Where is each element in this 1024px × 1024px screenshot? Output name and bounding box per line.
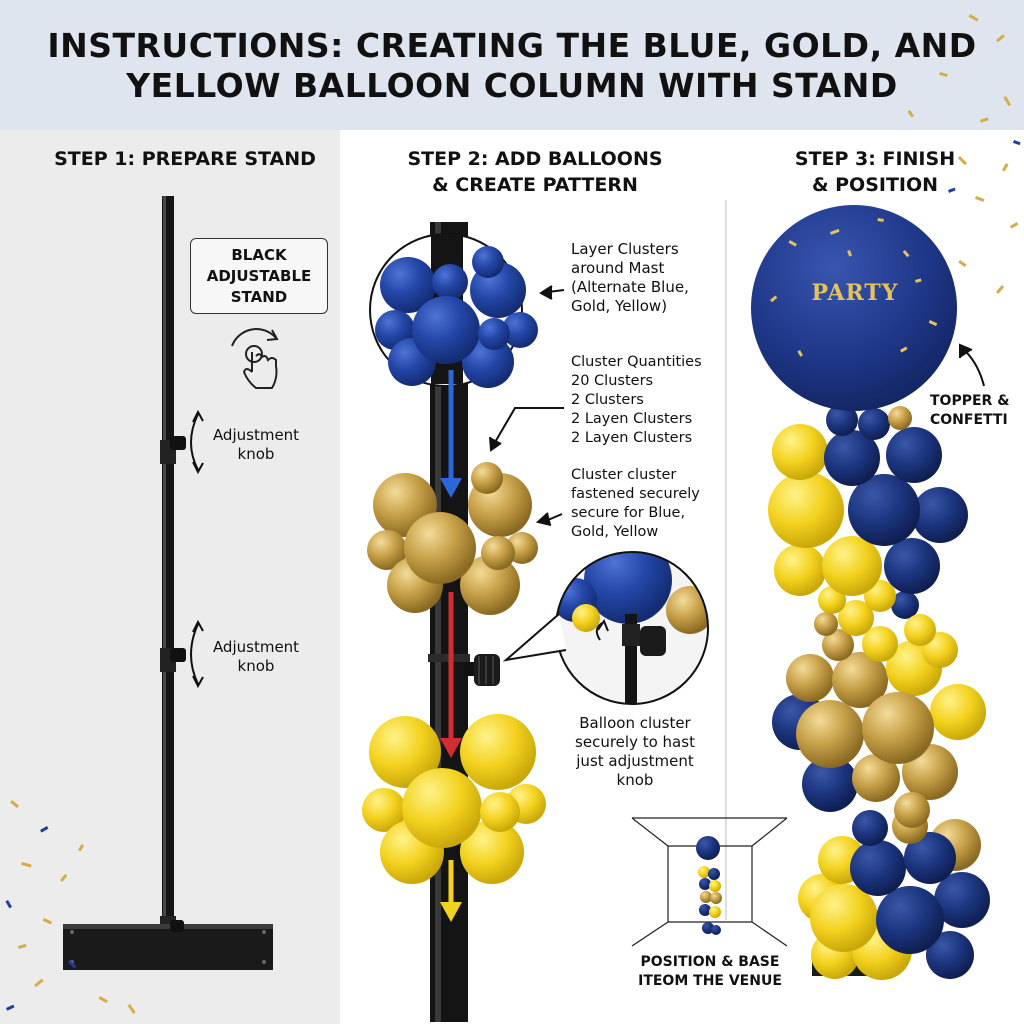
layer-clusters-note: Layer Clusters around Mast (Alternate Bl… bbox=[571, 240, 721, 316]
topper-party-text: PARTY bbox=[811, 280, 899, 306]
venue-position-scene bbox=[631, 817, 788, 947]
knob-label-line: knob bbox=[237, 657, 275, 675]
detail-magnifier bbox=[502, 551, 709, 705]
topper-label-line: TOPPER & bbox=[930, 393, 1010, 409]
topper-label-line: CONFETTI bbox=[930, 412, 1008, 428]
detail-note: Balloon cluster securely to hast just ad… bbox=[560, 714, 710, 790]
step3-title-line: & POSITION bbox=[811, 174, 939, 196]
adjustment-knob-icon bbox=[170, 436, 186, 932]
knob-label-line: knob bbox=[237, 445, 275, 463]
note-line: Cluster Quantities bbox=[571, 354, 702, 370]
topper-callout-arrow bbox=[959, 343, 985, 387]
note-line: fastened securely bbox=[571, 486, 700, 502]
note-line: secure for Blue, bbox=[571, 505, 686, 521]
knob-label-line: Adjustment bbox=[212, 638, 300, 656]
note-line: 20 Clusters bbox=[571, 373, 654, 389]
note-line: around Mast bbox=[571, 259, 665, 277]
step3-title-line: STEP 3: FINISH bbox=[794, 148, 956, 170]
black-adjustable-stand bbox=[63, 196, 273, 970]
note-line: knob bbox=[616, 771, 654, 789]
note-line: 2 Layen Clusters bbox=[571, 430, 693, 446]
stand-label-line: STAND bbox=[230, 287, 288, 306]
party-topper-balloon bbox=[751, 205, 957, 411]
adjustment-knob-label-1: Adjustment knob bbox=[200, 426, 312, 464]
title-line-2: YELLOW BALLOON COLUMN WITH STAND bbox=[126, 66, 898, 105]
note-line: securely to hast bbox=[575, 733, 695, 751]
callout-arrows bbox=[489, 285, 565, 526]
position-caption: POSITION & BASE ITEOM THE VENUE bbox=[615, 953, 805, 991]
caption-line: POSITION & BASE bbox=[640, 954, 780, 970]
flow-arrows bbox=[440, 370, 462, 922]
note-line: Balloon cluster bbox=[579, 714, 691, 732]
step3-title: STEP 3: FINISH & POSITION bbox=[760, 146, 990, 198]
page-title: INSTRUCTIONS: CREATING THE BLUE, GOLD, A… bbox=[0, 26, 1024, 106]
stand-label-box: BLACK ADJUSTABLE STAND bbox=[190, 238, 328, 314]
note-line: 2 Layen Clusters bbox=[571, 411, 693, 427]
step2-title-line: & CREATE PATTERN bbox=[432, 174, 638, 196]
cluster-quantities-note: Cluster Quantities 20 Clusters 2 Cluster… bbox=[571, 353, 721, 448]
adjustment-knob-label-2: Adjustment knob bbox=[200, 638, 312, 676]
topper-confetti-label: TOPPER & CONFETTI bbox=[930, 392, 1024, 430]
blue-balloon-cluster bbox=[375, 234, 538, 388]
note-line: (Alternate Blue, bbox=[571, 278, 689, 296]
step1-title: STEP 1: PREPARE STAND bbox=[54, 148, 316, 170]
fastened-note: Cluster cluster fastened securely secure… bbox=[571, 466, 721, 542]
title-line-1: INSTRUCTIONS: CREATING THE BLUE, GOLD, A… bbox=[47, 26, 977, 65]
note-line: Cluster cluster bbox=[571, 467, 677, 483]
gold-balloon-cluster bbox=[367, 462, 538, 615]
step2-title-line: STEP 2: ADD BALLOONS bbox=[407, 148, 663, 170]
note-line: Gold, Yellow) bbox=[571, 297, 668, 315]
step2-title: STEP 2: ADD BALLOONS & CREATE PATTERN bbox=[370, 146, 700, 198]
balloon-column bbox=[768, 404, 990, 980]
yellow-balloon-cluster bbox=[362, 714, 546, 884]
caption-line: ITEOM THE VENUE bbox=[638, 973, 782, 989]
knob-label-line: Adjustment bbox=[212, 426, 300, 444]
note-line: Layer Clusters bbox=[571, 240, 679, 258]
note-line: 2 Clusters bbox=[571, 392, 644, 408]
header-banner: INSTRUCTIONS: CREATING THE BLUE, GOLD, A… bbox=[0, 0, 1024, 130]
confetti-decoration bbox=[5, 13, 1021, 1014]
pole-knob-icon bbox=[464, 654, 500, 686]
stand-label-line: BLACK bbox=[231, 245, 287, 264]
adjust-arrow-icon bbox=[190, 409, 204, 689]
stand-label-line: ADJUSTABLE bbox=[206, 266, 312, 285]
hand-tap-icon bbox=[231, 328, 279, 389]
note-line: just adjustment bbox=[576, 752, 694, 770]
note-line: Gold, Yellow bbox=[571, 524, 659, 540]
